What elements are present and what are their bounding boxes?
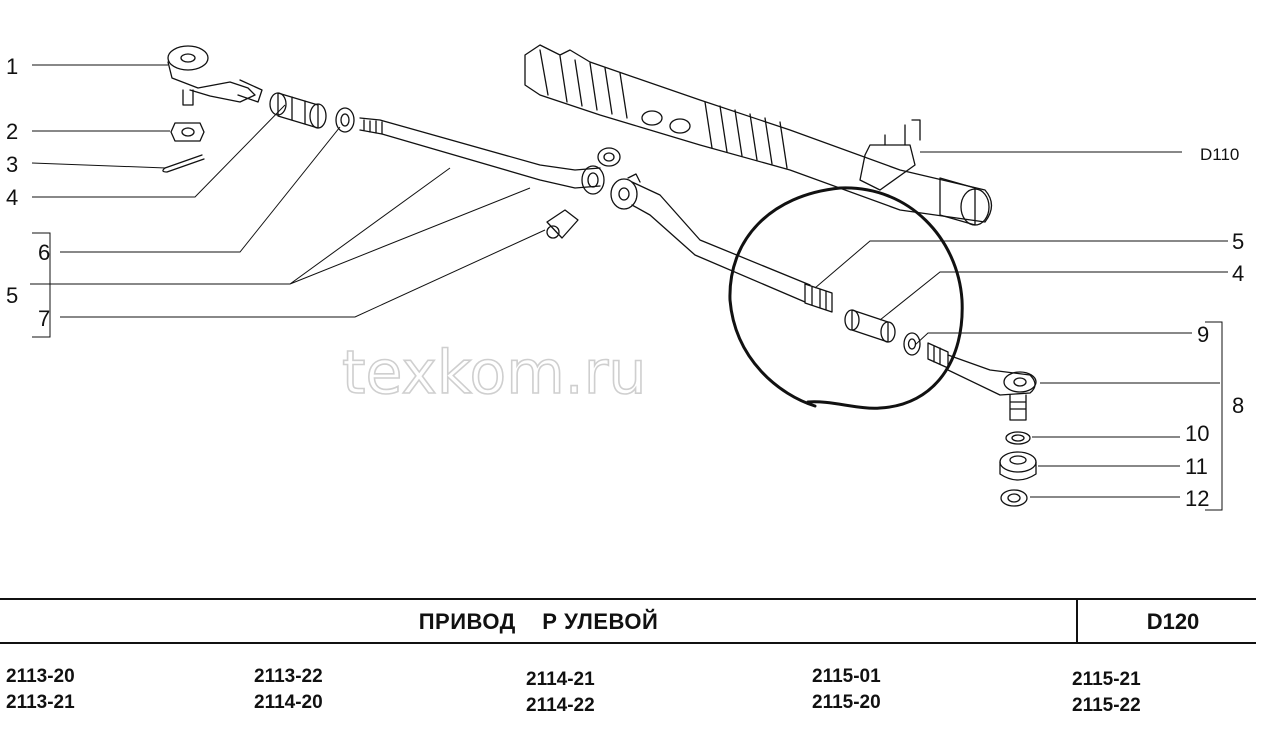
callout-2: 2 [6, 119, 18, 144]
model-column-5: 2115-21 2115-22 [1072, 667, 1141, 719]
model-column-4: 2115-01 2115-20 [812, 664, 881, 716]
callout-6: 6 [38, 240, 50, 265]
part-5-inner-tie-rod-right [610, 173, 833, 313]
part-6-adjusting-sleeve [269, 92, 327, 129]
footer-mid-border [0, 642, 1256, 644]
watermark: texkom.ru [342, 338, 646, 408]
part-4-adjusting-sleeve-right [844, 309, 896, 343]
model-code: 2115-20 [812, 692, 881, 713]
footer-divider [1076, 598, 1078, 644]
part-2-castle-nut [170, 122, 205, 142]
callout-9: 9 [1197, 322, 1209, 347]
model-code: 2113-21 [6, 692, 75, 713]
part-9-nut-right [903, 332, 921, 356]
model-code: 2115-21 [1072, 669, 1141, 690]
part-5-inner-tie-rod-left [359, 117, 605, 195]
steering-rack-housing [524, 44, 993, 226]
model-code: 2114-22 [526, 695, 595, 716]
callout-4-right: 4 [1232, 261, 1244, 286]
hand-drawn-circle [728, 186, 964, 410]
diagram-code: D120 [1146, 609, 1200, 634]
callout-8: 8 [1232, 393, 1244, 418]
part-10-washer [1005, 431, 1031, 445]
callout-12: 12 [1185, 486, 1209, 511]
model-code: 2115-22 [1072, 695, 1141, 716]
part-7-bushing [546, 147, 621, 239]
part-12-ring [1000, 489, 1028, 507]
callout-4-left: 4 [6, 185, 18, 210]
footer-top-border [0, 598, 1256, 600]
callout-1: 1 [6, 54, 18, 79]
part-11-protective-cap [999, 451, 1037, 481]
callout-5-left: 5 [6, 283, 18, 308]
assembly-label-d110: D110 [1200, 145, 1239, 164]
callout-5-right: 5 [1232, 229, 1244, 254]
model-column-1: 2113-20 2113-21 [6, 664, 75, 716]
callout-11: 11 [1185, 454, 1208, 479]
steering-linkage-diagram: texkom.ru 1 2 3 4 5 6 7 5 4 9 8 10 11 12… [6, 44, 1244, 511]
callout-3: 3 [6, 152, 18, 177]
model-code: 2114-20 [254, 692, 323, 713]
model-column-2: 2113-22 2114-20 [254, 664, 323, 716]
model-column-3: 2114-21 2114-22 [526, 667, 595, 719]
part-8-outer-tie-rod-end [927, 342, 1037, 421]
callout-7: 7 [38, 306, 50, 331]
page-title: ПРИВОД Р УЛЕВОЙ [418, 609, 659, 634]
leader-lines [30, 64, 1228, 511]
model-code: 2115-01 [812, 666, 881, 687]
part-3-cotter-pin [162, 154, 205, 173]
callout-10: 10 [1185, 421, 1209, 446]
model-code: 2113-22 [254, 666, 323, 687]
part-4-nut-left [335, 107, 355, 133]
part-1-tie-rod-end [167, 45, 263, 106]
model-code: 2113-20 [6, 666, 75, 687]
model-code: 2114-21 [526, 669, 595, 690]
